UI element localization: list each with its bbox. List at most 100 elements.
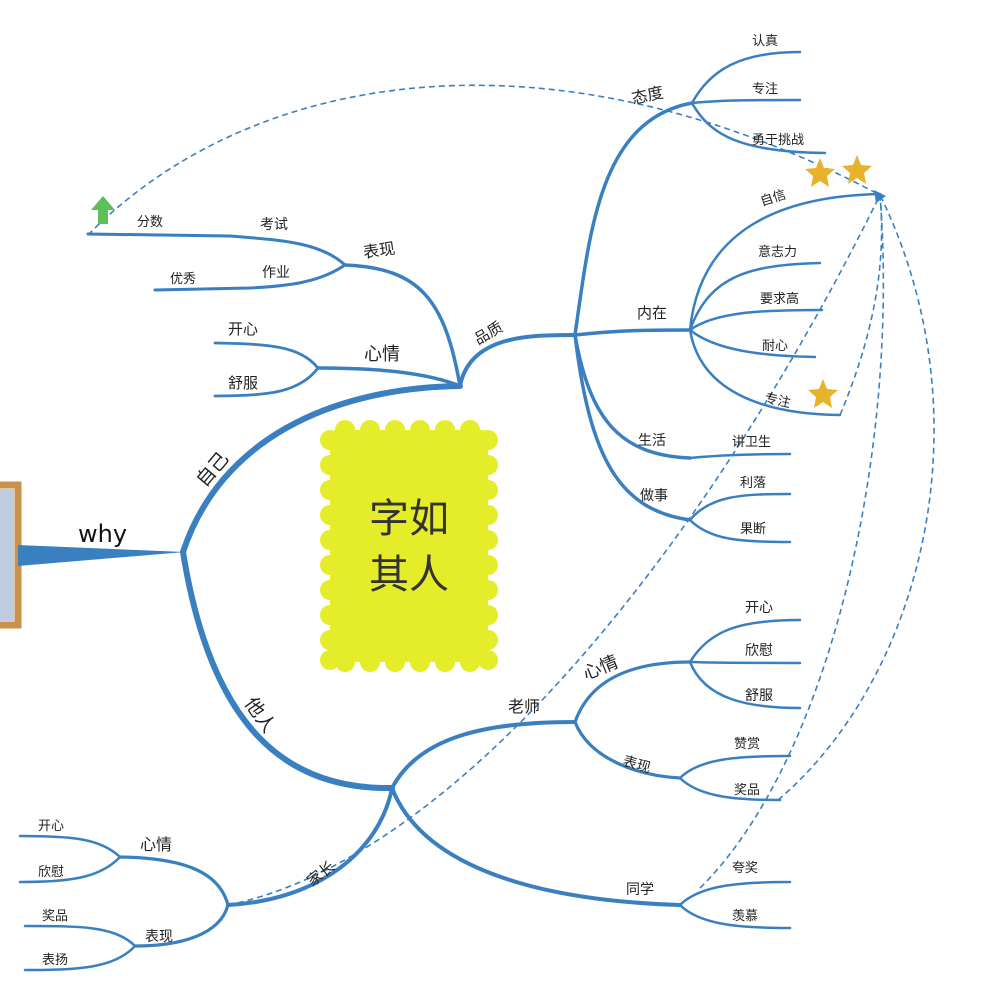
branch-challenge	[690, 101, 827, 155]
label-homework: 作业	[262, 265, 290, 281]
branch-parents-prize	[23, 924, 137, 948]
center-node: 字如 其人	[320, 420, 498, 672]
branch-life	[573, 333, 692, 460]
label-mood-item-2: 舒服	[228, 374, 258, 392]
label-teacher-mood-item-1: 开心	[745, 600, 773, 616]
label-inner-item-2: 意志力	[758, 244, 797, 260]
branch-teacher-comfy	[688, 660, 802, 710]
label-parents-performance: 表现	[145, 929, 173, 945]
label-inner-item-5: 专注	[763, 391, 792, 411]
branch-high-standards	[688, 308, 824, 332]
star-icon	[808, 379, 838, 408]
branch-willpower	[688, 261, 822, 332]
label-parents-mood-item-2: 欣慰	[38, 865, 64, 880]
star-icon	[805, 158, 835, 187]
label-attitude-item-3: 勇于挑战	[752, 133, 804, 148]
label-classmates: 同学	[626, 882, 654, 898]
branch-praise	[678, 754, 792, 780]
stars	[805, 155, 872, 408]
branch-hygiene	[688, 452, 792, 460]
branch-others	[180, 549, 395, 792]
dashed-line-focus	[839, 194, 883, 416]
branch-mood-happy	[213, 341, 320, 370]
star-icon	[842, 155, 872, 184]
dashed-line-classmates	[699, 194, 885, 889]
label-parents-performance-item-1: 奖品	[42, 909, 68, 924]
branch-prize	[678, 776, 782, 802]
green-up-arrow-icon	[91, 196, 115, 224]
label-classmates-item-1: 夸奖	[732, 861, 758, 876]
label-teacher-mood-item-2: 欣慰	[745, 642, 773, 659]
label-inner-item-3: 要求高	[760, 291, 799, 307]
branch-serious	[690, 50, 802, 105]
branch-parents-praise	[23, 944, 137, 972]
branch-mood	[316, 366, 462, 388]
label-teacher: 老师	[508, 697, 540, 716]
label-inner-item-1: 自信	[759, 187, 788, 209]
label-others: 他人	[240, 693, 280, 737]
branch-performance	[343, 263, 462, 388]
label-life: 生活	[638, 433, 666, 449]
dashed-line-score	[87, 84, 881, 236]
label-work-item-2: 果断	[740, 522, 766, 537]
dashed-connectors	[87, 84, 935, 906]
label-work: 做事	[640, 488, 668, 504]
branch-confidence	[688, 192, 882, 332]
label-teacher-performance: 表现	[621, 753, 652, 776]
branch-teacher-happy	[688, 618, 802, 664]
label-teacher-mood: 心情	[580, 652, 621, 685]
branch-exam	[86, 232, 347, 267]
label-attitude: 态度	[630, 83, 665, 108]
branch-parents-relieved	[18, 855, 122, 884]
label-attitude-item-2: 专注	[752, 82, 778, 97]
label-performance: 表现	[362, 239, 396, 262]
main-branches	[18, 50, 882, 972]
root-label: why	[78, 520, 127, 548]
branch-teacher	[390, 720, 577, 790]
picture-frame-inner	[0, 489, 14, 621]
branch-attitude	[573, 101, 694, 337]
label-teacher-performance-item-1: 赞赏	[734, 737, 760, 752]
branch-parents	[226, 786, 394, 907]
dashed-line-parents	[227, 194, 881, 906]
label-parents-mood: 心情	[140, 835, 172, 854]
label-mood-item-1: 开心	[228, 320, 258, 338]
label-life-item-1: 讲卫生	[732, 435, 771, 450]
arrow-head-icon	[874, 190, 886, 203]
branch-parents-performance	[133, 903, 230, 948]
label-exam: 考试	[260, 217, 288, 233]
dashed-line-teacher	[777, 194, 935, 801]
label-classmates-item-2: 羡慕	[732, 908, 758, 924]
branch-parents-happy	[18, 834, 122, 859]
branch-mood-comfy	[213, 366, 320, 398]
branch-quality	[458, 333, 577, 388]
label-self: 自己	[192, 448, 233, 491]
branch-patience	[688, 328, 817, 359]
label-inner: 内在	[637, 304, 667, 322]
branch-teacher-mood	[573, 660, 692, 724]
branch-neat	[688, 492, 792, 522]
center-title-line2: 其人	[369, 552, 449, 598]
label-teacher-performance-item-2: 奖品	[734, 783, 760, 798]
branch-homework	[153, 263, 347, 292]
label-parents-mood-item-1: 开心	[38, 819, 64, 834]
branch-parents-mood	[118, 855, 230, 907]
label-parents-performance-item-2: 表扬	[42, 953, 68, 968]
branch-inner	[573, 328, 692, 337]
branch-classmates	[390, 786, 682, 907]
branch-teacher-performance	[573, 720, 682, 780]
root-wedge	[18, 545, 185, 566]
label-attitude-item-1: 认真	[752, 34, 778, 49]
center-title-line1: 字如	[369, 496, 449, 542]
branch-work	[573, 333, 692, 522]
label-score: 分数	[137, 215, 163, 230]
label-inner-item-4: 耐心	[762, 339, 788, 354]
branch-focused	[690, 98, 802, 105]
label-teacher-mood-item-3: 舒服	[745, 688, 773, 704]
label-mood: 心情	[364, 344, 400, 365]
branch-envy	[678, 903, 792, 930]
label-work-item-1: 利落	[740, 476, 766, 491]
branch-teacher-relieved	[688, 660, 802, 665]
branch-decisive	[688, 518, 792, 544]
